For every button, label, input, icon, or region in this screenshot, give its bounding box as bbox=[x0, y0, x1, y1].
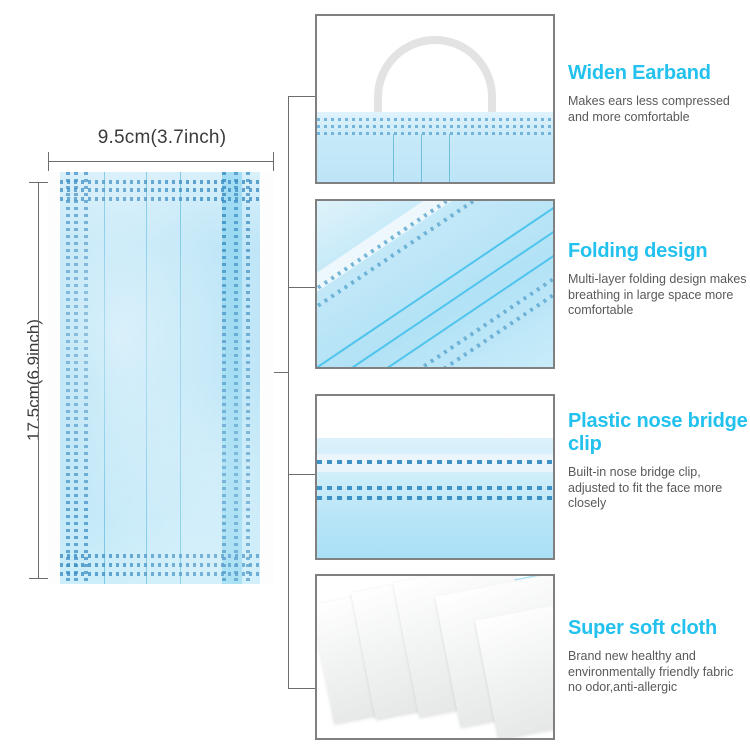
mask-stitch-row bbox=[60, 188, 260, 192]
nose-clip-fabric bbox=[317, 438, 553, 558]
earband-stitch-row bbox=[317, 132, 553, 136]
width-dimension-label: 9.5cm(3.7inch) bbox=[97, 127, 227, 148]
feature-image-widen-earband bbox=[315, 14, 555, 184]
folding-photo bbox=[317, 201, 553, 367]
mask-stitch-column bbox=[74, 172, 78, 584]
nose-clip-stitch-row bbox=[317, 486, 553, 491]
feature-description: Makes ears less compressed and more comf… bbox=[568, 94, 730, 124]
earband-loop-icon bbox=[374, 35, 496, 148]
mask-pleat-line bbox=[146, 172, 147, 584]
feature-title: Widen Earband bbox=[568, 62, 711, 84]
earband-pleat-line bbox=[449, 134, 451, 182]
width-dimension-cap-left bbox=[48, 152, 49, 171]
feature-title: Plastic nose bridge clip bbox=[568, 410, 748, 455]
earband-photo bbox=[317, 16, 553, 182]
feature-text-folding-design: Folding design Multi-layer folding desig… bbox=[568, 240, 750, 319]
nose-clip-stitch-row bbox=[317, 496, 553, 501]
mask-pleat-line bbox=[104, 172, 105, 584]
width-dimension-cap-right bbox=[273, 152, 274, 171]
width-dimension-line bbox=[48, 161, 274, 162]
mask-edge-band bbox=[222, 172, 242, 584]
height-dimension-cap-top bbox=[29, 182, 48, 183]
mask-stitch-column bbox=[234, 172, 238, 584]
feature-description: Brand new healthy and environmentally fr… bbox=[568, 649, 734, 694]
mask-stitch-row bbox=[60, 554, 260, 558]
mask-stitch-column bbox=[66, 172, 70, 584]
height-dimension-label: 17.5cm(6.9inch) bbox=[24, 319, 43, 441]
height-dimension-line bbox=[38, 182, 39, 578]
feature-text-nose-bridge-clip: Plastic nose bridge clip Built-in nose b… bbox=[568, 410, 750, 512]
mask-stitch-row bbox=[60, 572, 260, 576]
feature-text-widen-earband: Widen Earband Makes ears less compressed… bbox=[568, 62, 750, 125]
earband-pleat-line bbox=[392, 134, 394, 182]
mask-stitch-row bbox=[60, 563, 260, 567]
connector-branch-2 bbox=[288, 287, 316, 288]
mask-left-edge bbox=[48, 172, 62, 584]
mask-stitch-column bbox=[84, 172, 88, 584]
mask-stitch-column bbox=[222, 172, 226, 584]
feature-image-folding-design bbox=[315, 199, 555, 369]
earband-stitch-row bbox=[317, 125, 553, 129]
feature-title: Super soft cloth bbox=[568, 617, 718, 639]
earband-mask-body bbox=[317, 112, 553, 182]
feature-title: Folding design bbox=[568, 240, 708, 262]
connector-branch-1 bbox=[288, 96, 316, 97]
feature-description: Multi-layer folding design makes breathi… bbox=[568, 272, 747, 317]
feature-description: Built-in nose bridge clip, adjusted to f… bbox=[568, 465, 723, 510]
nose-clip-photo bbox=[317, 396, 553, 558]
height-dimension-cap-bottom bbox=[29, 578, 48, 579]
mask-stitch-row bbox=[60, 197, 260, 201]
mask-stitch-column bbox=[246, 172, 250, 584]
nose-clip-white-area bbox=[317, 396, 553, 439]
earband-stitch-row bbox=[317, 118, 553, 122]
soft-cloth-photo bbox=[317, 576, 553, 738]
mask-fabric bbox=[60, 172, 260, 584]
earband-pleat-line bbox=[420, 134, 422, 182]
feature-text-super-soft-cloth: Super soft cloth Brand new healthy and e… bbox=[568, 617, 750, 696]
nose-clip-stitch-row bbox=[317, 460, 553, 465]
connector-stub bbox=[274, 372, 289, 373]
connector-trunk bbox=[288, 96, 289, 688]
feature-image-nose-bridge-clip bbox=[315, 394, 555, 560]
mask-stitch-row bbox=[60, 180, 260, 184]
mask-right-edge bbox=[262, 172, 274, 584]
main-product-image bbox=[48, 172, 274, 584]
mask-pleat-line bbox=[180, 172, 181, 584]
connector-branch-3 bbox=[288, 474, 316, 475]
connector-branch-4 bbox=[288, 688, 316, 689]
feature-image-super-soft-cloth bbox=[315, 574, 555, 740]
